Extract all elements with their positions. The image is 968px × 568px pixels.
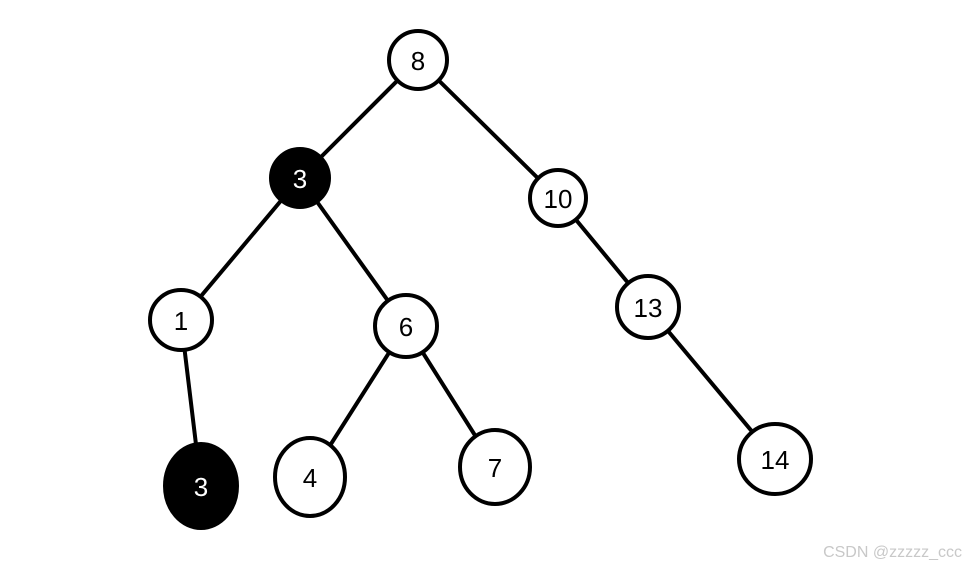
tree-node-n6: 6: [373, 293, 439, 359]
tree-node-n4: 4: [273, 436, 347, 518]
node-label: 4: [303, 463, 317, 493]
tree-nodes: 8 3 10 1 6 13 3 4 7 14: [148, 29, 813, 530]
node-label: 1: [174, 306, 188, 336]
node-label: 3: [293, 164, 307, 194]
node-label: 13: [634, 293, 663, 323]
highlighted-node-circle: [163, 442, 239, 530]
node-circle: [528, 168, 588, 228]
node-circle: [387, 29, 449, 91]
node-label: 7: [488, 453, 502, 483]
tree-edges: [179, 58, 777, 488]
node-circle: [458, 428, 532, 506]
node-label: 3: [194, 472, 208, 502]
node-label: 14: [761, 445, 790, 475]
tree-node-n3b: 3: [163, 442, 239, 530]
node-circle: [615, 274, 681, 340]
tree-node-n14: 14: [737, 422, 813, 496]
tree-node-n13: 13: [615, 274, 681, 340]
edge-n8-n10: [416, 58, 560, 200]
tree-node-n3: 3: [269, 147, 331, 209]
node-circle: [373, 293, 439, 359]
node-label: 8: [411, 46, 425, 76]
tree-node-n7: 7: [458, 428, 532, 506]
node-label: 10: [544, 184, 573, 214]
node-label: 6: [399, 312, 413, 342]
node-circle: [148, 288, 214, 352]
watermark-text: CSDN @zzzzz_ccc: [823, 544, 962, 561]
tree-node-n8: 8: [387, 29, 449, 91]
node-circle: [737, 422, 813, 496]
node-circle: [273, 436, 347, 518]
highlighted-node-circle: [269, 147, 331, 209]
tree-node-n1: 1: [148, 288, 214, 352]
tree-node-n10: 10: [528, 168, 588, 228]
